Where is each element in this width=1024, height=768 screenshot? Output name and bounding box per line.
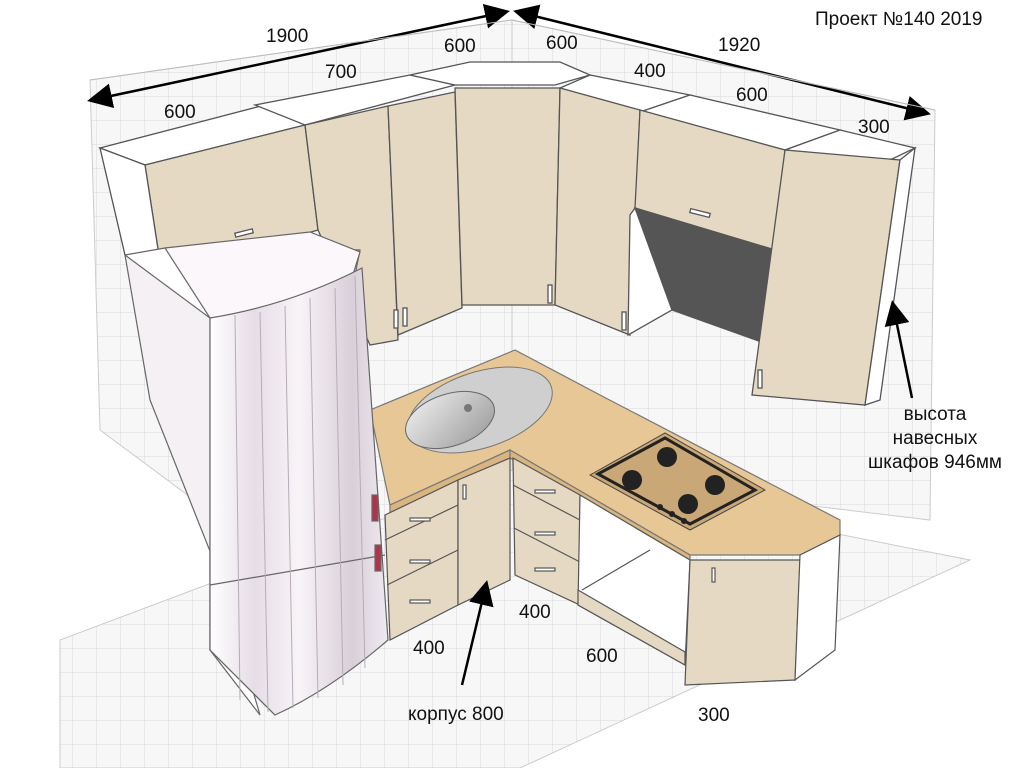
project-title: Проект №140 2019 (815, 9, 983, 30)
dimension-left-cabinet-700: 700 (325, 62, 357, 83)
refrigerator (124, 231, 389, 716)
dimension-right-cabinet-600: 600 (736, 85, 768, 106)
dimension-right-corner-600: 600 (546, 33, 578, 54)
dimension-guides (89, 19, 936, 111)
dimension-right-cabinet-300: 300 (858, 117, 890, 138)
dimension-left-corner-600: 600 (444, 36, 476, 57)
wall-cabinet-height-note: высота навесных шкафов 946мм (868, 404, 1002, 473)
dimension-right-total: 1920 (718, 35, 761, 56)
dimension-arrows (87, 3, 931, 686)
dimension-base-300-end: 300 (698, 705, 730, 726)
gas-hob (588, 432, 767, 531)
dimension-base-400-corner: 400 (519, 602, 551, 623)
sink-base-note: корпус 800 (408, 704, 504, 725)
dimension-left-total: 1900 (266, 26, 309, 47)
dimension-base-400-left: 400 (413, 638, 445, 659)
base-cabinets (384, 456, 841, 686)
sink (405, 366, 553, 454)
dimension-right-cabinet-400: 400 (634, 61, 666, 82)
dimension-left-cabinet-600: 600 (164, 102, 196, 123)
dimension-base-600-oven: 600 (586, 646, 618, 667)
